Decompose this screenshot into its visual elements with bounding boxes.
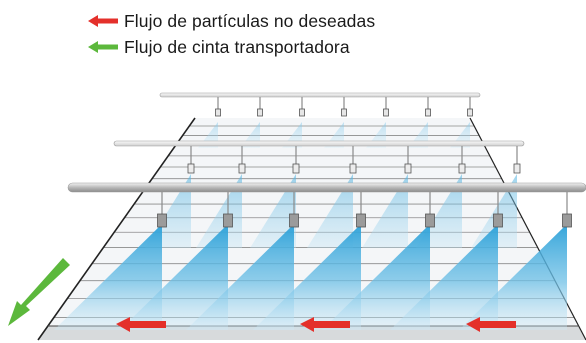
middle-spray-sheet [307, 174, 353, 248]
front-spray-sheet [459, 224, 567, 330]
particle-flow-arrows [116, 317, 516, 332]
nozzle-icon [289, 213, 299, 228]
nozzle-icon [467, 108, 473, 117]
middle-spray-bar [113, 140, 525, 174]
legend-label-conveyor-flow: Flujo de cinta transportadora [124, 36, 350, 57]
nozzle-icon [299, 108, 305, 117]
nozzle-icon [187, 163, 195, 174]
conveyor-flow-arrow [8, 258, 70, 326]
front-spray-sheet [253, 224, 361, 330]
nozzle-icon [425, 108, 431, 117]
nozzle-icon [238, 163, 246, 174]
middle-spray-sheet [362, 174, 408, 248]
front-spray-sheet [186, 224, 294, 330]
nozzle-icon [157, 213, 167, 228]
nozzle-icon [349, 163, 357, 174]
nozzle-icon [356, 213, 366, 228]
middle-spray-sheet [250, 174, 296, 248]
nozzle-icon [257, 108, 263, 117]
red-arrow-left-icon [88, 15, 118, 27]
green-arrow-left-icon [88, 41, 118, 53]
nozzle-icon [458, 163, 466, 174]
red-arrow-left-icon [116, 317, 166, 332]
front-spray-sheet [120, 224, 228, 330]
belt-left-edge [37, 117, 196, 341]
green-arrow-down-left-icon [8, 258, 70, 326]
middle-spray-sheet [471, 174, 517, 248]
nozzle-icon [215, 108, 221, 117]
front-spray-row [54, 224, 567, 330]
front-bar-pipe [67, 182, 586, 193]
nozzle-icon [341, 108, 347, 117]
far-spray-bar [159, 92, 481, 117]
far-bar-pipe [159, 92, 481, 98]
nozzle-icon [562, 213, 572, 228]
red-arrow-left-icon [300, 317, 350, 332]
legend-label-particle-flow: Flujo de partículas no deseadas [124, 10, 376, 31]
front-spray-sheet [322, 224, 430, 330]
nozzle-icon [513, 163, 521, 174]
nozzle-icon [404, 163, 412, 174]
middle-bar-pipe [113, 140, 525, 147]
nozzle-icon [292, 163, 300, 174]
front-spray-sheet [54, 224, 162, 330]
middle-spray-sheet [196, 174, 242, 248]
front-spray-bar [67, 182, 586, 228]
legend-item-conveyor-flow: Flujo de cinta transportadora [88, 34, 375, 60]
legend: Flujo de partículas no deseadas Flujo de… [88, 8, 375, 60]
legend-item-particle-flow: Flujo de partículas no deseadas [88, 8, 375, 34]
red-arrow-left-icon [466, 317, 516, 332]
nozzle-icon [383, 108, 389, 117]
nozzle-icon [223, 213, 233, 228]
nozzle-icon [425, 213, 435, 228]
front-spray-sheet [390, 224, 498, 330]
nozzle-icon [493, 213, 503, 228]
